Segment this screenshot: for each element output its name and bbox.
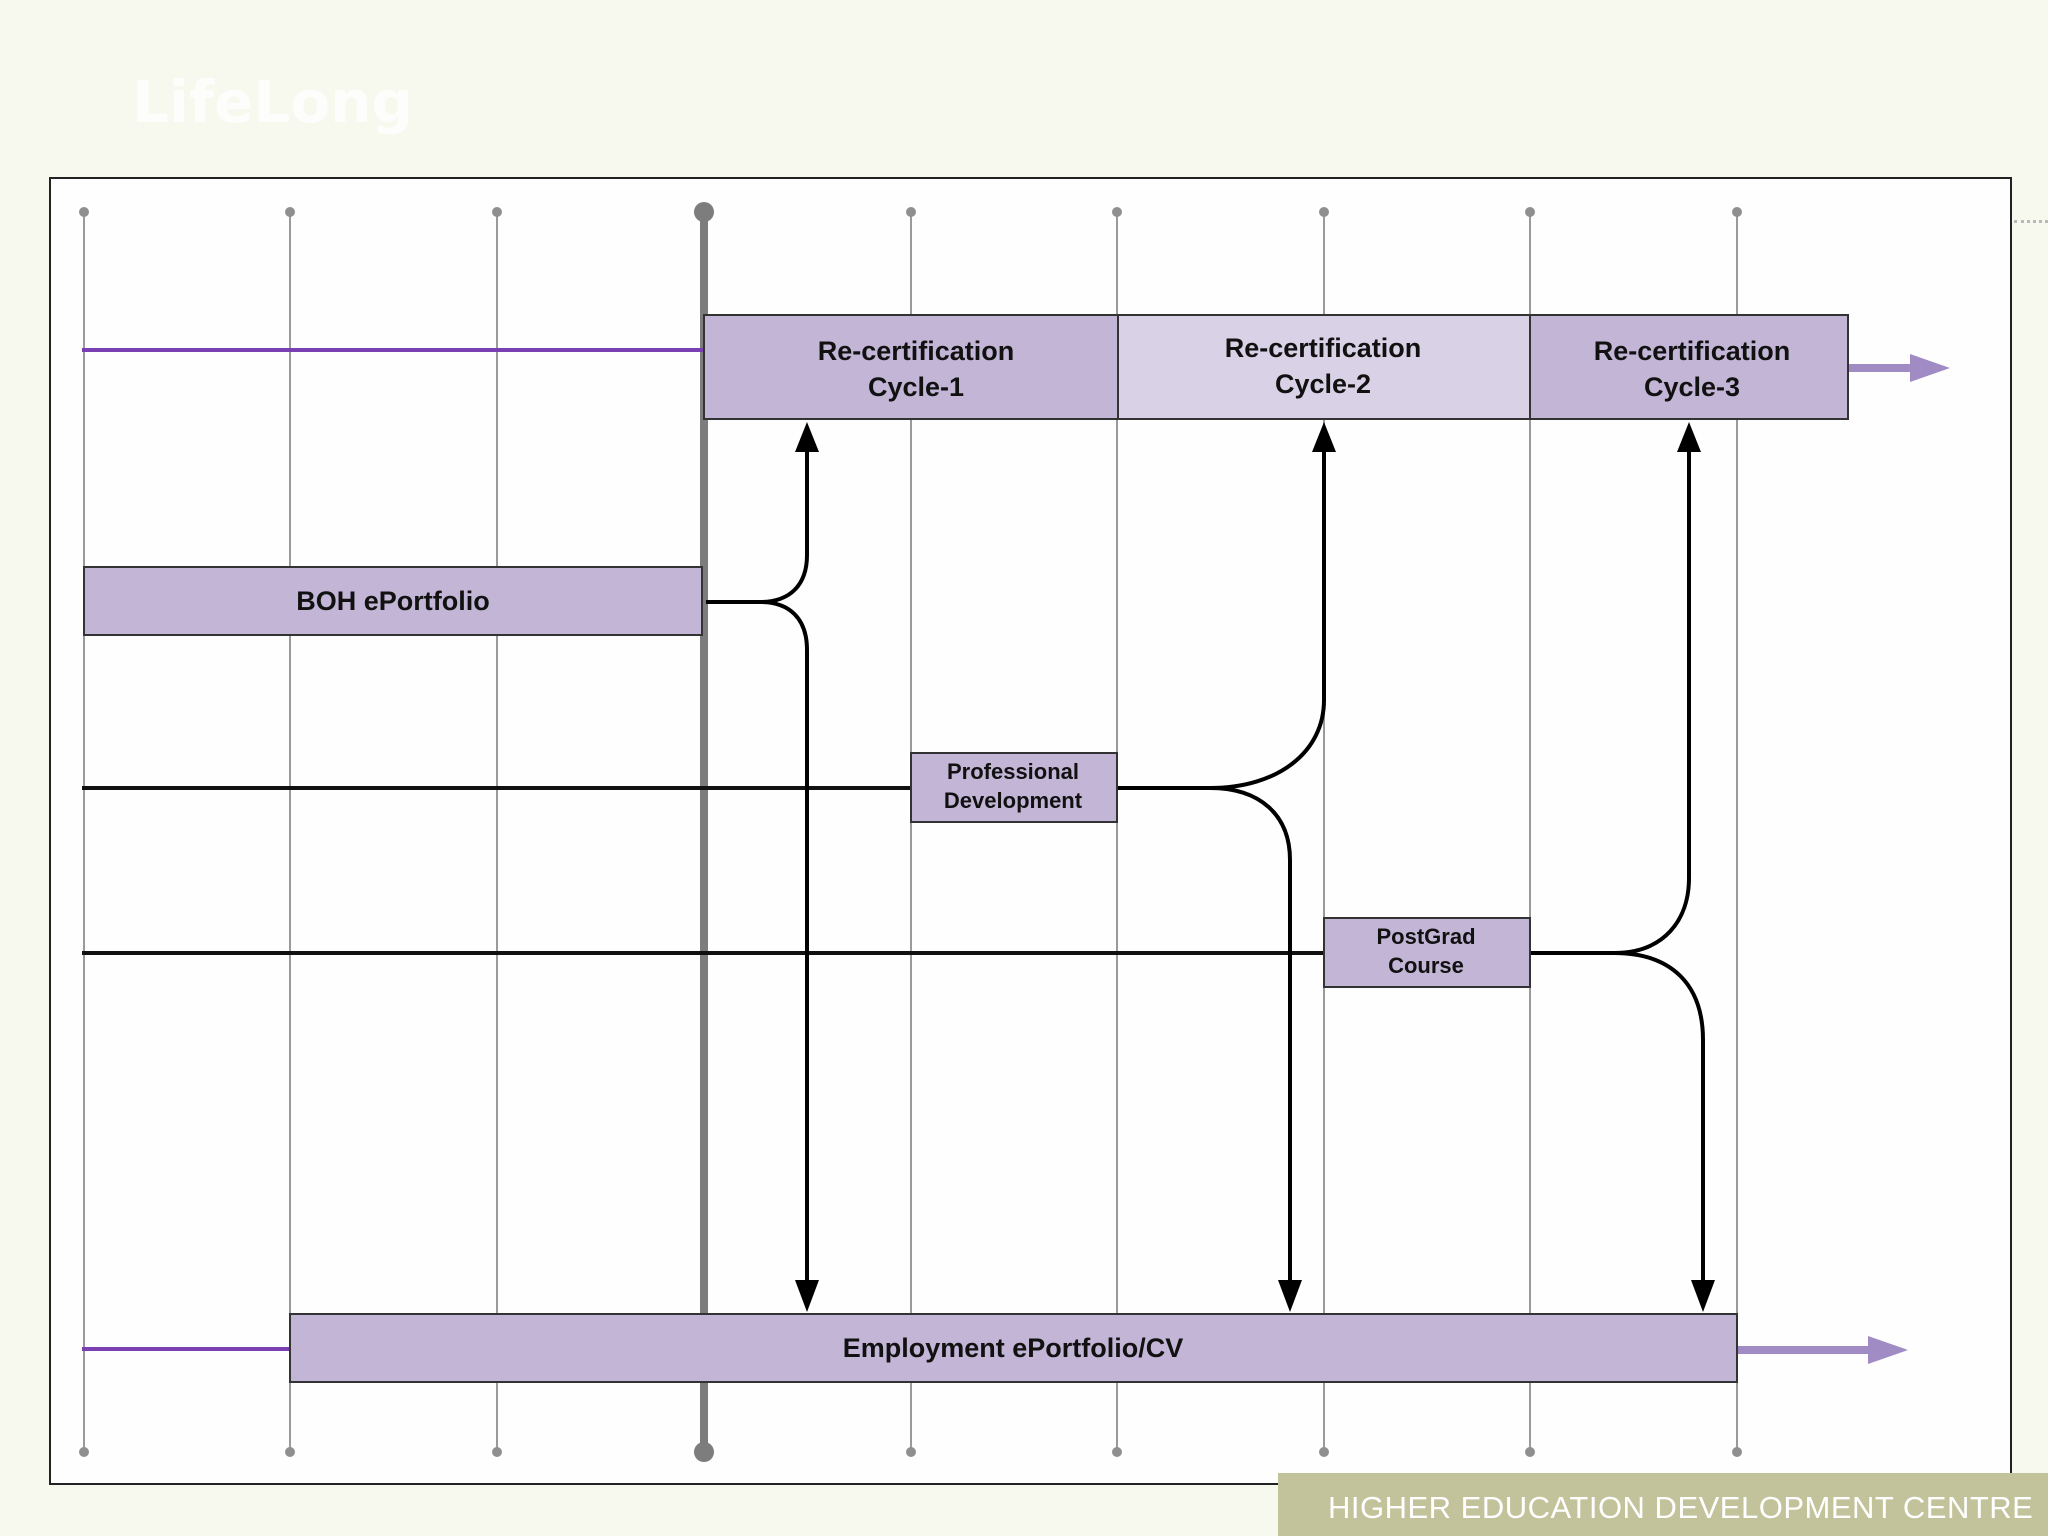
milestone-dot [694, 1442, 714, 1462]
recert-cycle-1-line1: Re-certification [818, 336, 1015, 366]
milestone-dot [694, 202, 714, 222]
boh-to-recert1-arrow [706, 430, 809, 604]
grid-dot [79, 1447, 89, 1457]
arrow-head-down [795, 1280, 819, 1312]
grid-dot [906, 1447, 916, 1457]
boh-eportfolio-label: BOH ePortfolio [296, 586, 490, 616]
grid-dot [492, 1447, 502, 1457]
recert-cycle-3-box: Re-certification Cycle-3 [1529, 314, 1849, 420]
postgrad-line2: Course [1388, 953, 1464, 978]
postgrad-to-employment-arrow [1613, 951, 1705, 1280]
recert-cycle-2-line1: Re-certification [1225, 333, 1422, 363]
grid-dot [492, 207, 502, 217]
grid-dot [906, 207, 916, 217]
dotted-marker [2014, 220, 2048, 223]
grid-dot [285, 1447, 295, 1457]
grid-dot [1112, 1447, 1122, 1457]
recert-cycle-1-line2: Cycle-1 [868, 372, 964, 402]
profdev-to-employment-arrow [1209, 786, 1292, 1280]
recert-cycle-3-line1: Re-certification [1594, 336, 1791, 366]
postgrad-course-box: PostGrad Course [1323, 917, 1531, 988]
slide-title: LifeLong [132, 68, 414, 136]
grid-dot [1732, 207, 1742, 217]
recert-cycle-3-line2: Cycle-3 [1644, 372, 1740, 402]
profdev-line2: Development [944, 788, 1083, 813]
grid-dot [1525, 207, 1535, 217]
grid-dot [1319, 207, 1329, 217]
arrow-head-up [1312, 422, 1336, 452]
boh-eportfolio-box: BOH ePortfolio [83, 566, 703, 636]
recert-cycle-2-line2: Cycle-2 [1275, 369, 1371, 399]
employment-continue-arrow [1738, 1336, 1908, 1364]
grid-dot [1732, 1447, 1742, 1457]
profdev-line1: Professional [947, 759, 1079, 784]
footer-bar [1278, 1473, 2048, 1536]
arrow-head-down [1278, 1280, 1302, 1312]
arrow-head-up [1677, 422, 1701, 452]
arrow-head-up [795, 422, 819, 452]
grid-dot [1525, 1447, 1535, 1457]
employment-eportfolio-box: Employment ePortfolio/CV [289, 1313, 1738, 1383]
grid-dots [79, 207, 1742, 1457]
postgrad-to-recert3-arrow [1530, 430, 1691, 955]
profdev-to-recert2-arrow [1117, 430, 1326, 790]
recert-cycle-1-box: Re-certification Cycle-1 [703, 314, 1119, 420]
footer-text: HIGHER EDUCATION DEVELOPMENT CENTRE [1328, 1490, 2034, 1525]
grid-dot [1319, 1447, 1329, 1457]
arrow-heads [795, 422, 1715, 1312]
grid-dot [79, 207, 89, 217]
grid-dot [285, 207, 295, 217]
grid-dot [1112, 207, 1122, 217]
arrow-head-down [1691, 1280, 1715, 1312]
postgrad-line1: PostGrad [1376, 924, 1475, 949]
professional-development-box: Professional Development [910, 752, 1118, 823]
recert-continue-arrow [1848, 354, 1950, 382]
boh-to-employment-arrow [759, 600, 809, 1280]
recert-cycle-2-box: Re-certification Cycle-2 [1117, 314, 1531, 420]
employment-eportfolio-label: Employment ePortfolio/CV [843, 1333, 1184, 1363]
